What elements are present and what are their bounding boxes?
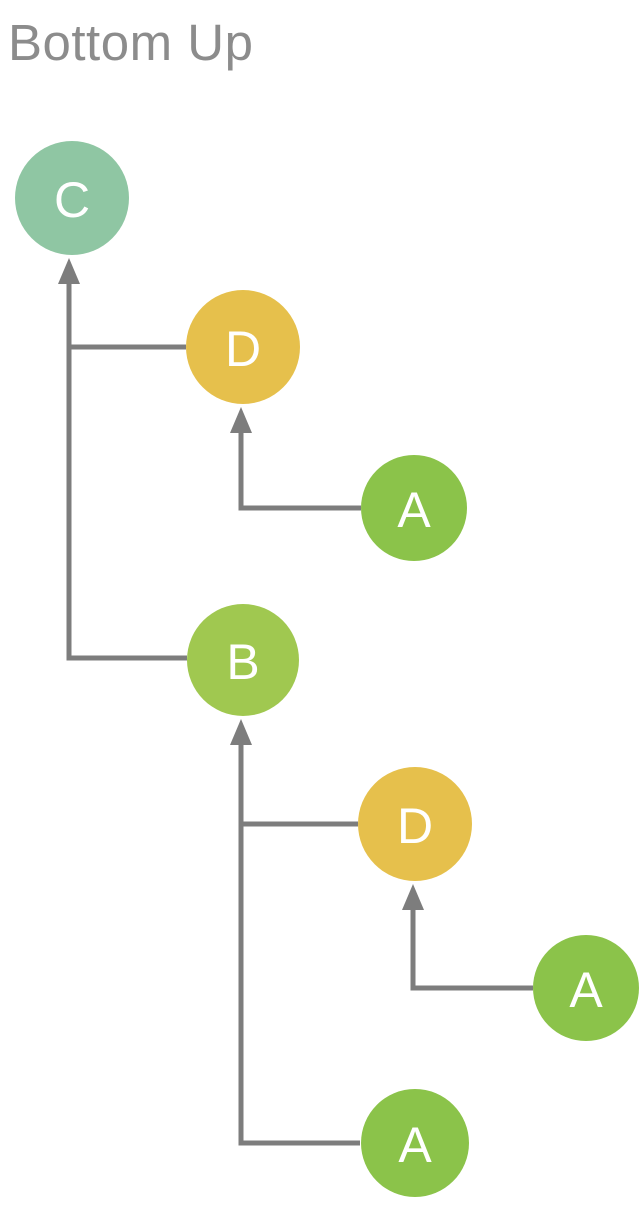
node-circle-A2: [533, 935, 639, 1041]
node-label-D1: D: [225, 321, 261, 377]
node-circle-A3: [361, 1089, 469, 1197]
arrowhead-A3-to-B: [230, 719, 252, 745]
node-label-A1: A: [397, 482, 431, 538]
diagram-title: Bottom Up: [8, 14, 254, 71]
node-label-D2: D: [397, 798, 433, 854]
node-D1: D: [186, 290, 300, 404]
node-A3: A: [361, 1089, 469, 1197]
node-label-A2: A: [569, 962, 603, 1018]
arrowhead-A2-to-D2: [402, 884, 424, 910]
node-label-A3: A: [398, 1117, 432, 1173]
edge-A2-to-D2: [410, 910, 533, 991]
node-D2: D: [358, 767, 472, 881]
node-circle-D2: [358, 767, 472, 881]
node-circle-C: [15, 141, 129, 255]
node-B: B: [187, 604, 299, 716]
edge-A3-to-B: [238, 745, 360, 1146]
node-A1: A: [361, 455, 467, 561]
arrowhead-B-to-C: [58, 258, 80, 284]
node-circle-B: [187, 604, 299, 716]
node-circle-A1: [361, 455, 467, 561]
arrowhead-A1-to-D1: [230, 407, 252, 433]
node-circle-D1: [186, 290, 300, 404]
node-A2: A: [533, 935, 639, 1041]
edge-B-to-C: [66, 284, 187, 661]
edge-A1-to-D1: [238, 433, 361, 511]
node-label-C: C: [54, 172, 90, 228]
node-label-B: B: [226, 634, 259, 690]
node-C: C: [15, 141, 129, 255]
